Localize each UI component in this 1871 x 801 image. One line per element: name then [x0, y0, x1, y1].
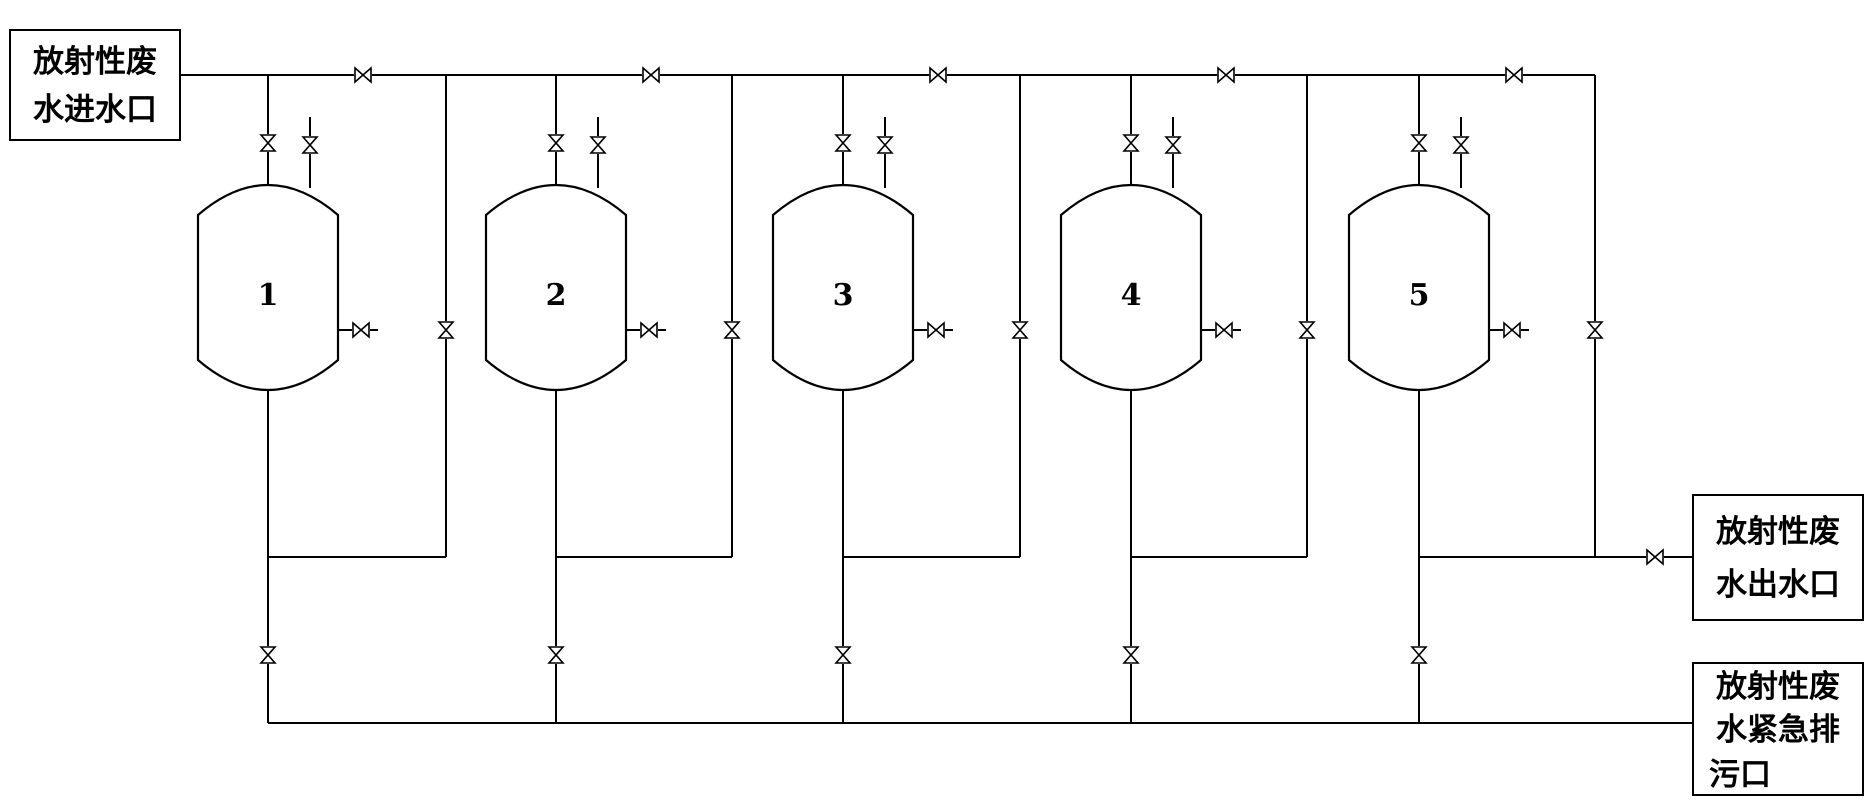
tank-2-vessel: [484, 183, 628, 392]
tank-1-vent-valve[interactable]: [301, 136, 319, 154]
header-valve-1[interactable]: [354, 66, 372, 84]
tank-4-drain-valve[interactable]: [1122, 646, 1140, 664]
pipe-network: [180, 74, 1693, 724]
tank-1-side-valve[interactable]: [352, 321, 370, 339]
tank-3-label: 3: [833, 278, 854, 313]
tank-2-label: 2: [546, 278, 567, 313]
tank-2-drain-valve[interactable]: [547, 646, 565, 664]
tank-4-label: 4: [1121, 278, 1142, 313]
inlet-label-line-1: 放射性废: [32, 44, 157, 80]
tank-4-inlet-valve[interactable]: [1122, 134, 1140, 152]
tank-2: 2: [484, 183, 628, 392]
drain-label-line-1: 放射性废: [1715, 669, 1840, 705]
tank-3: 3: [771, 183, 915, 392]
tank-5-inlet-valve[interactable]: [1410, 134, 1428, 152]
tank-4-side-valve[interactable]: [1215, 321, 1233, 339]
tank-5-drain-valve[interactable]: [1410, 646, 1428, 664]
bypass-valve-3[interactable]: [1011, 321, 1029, 339]
tank-3-inlet-valve[interactable]: [834, 134, 852, 152]
tank-1-label: 1: [258, 278, 279, 313]
tank-3-drain-valve[interactable]: [834, 646, 852, 664]
valve-group: [259, 66, 1664, 664]
header-valve-2[interactable]: [642, 66, 660, 84]
tank-5-side-valve[interactable]: [1503, 321, 1521, 339]
drain-label-line-2: 水紧急排: [1716, 712, 1840, 748]
tank-4-vent-valve[interactable]: [1164, 136, 1182, 154]
header-valve-3[interactable]: [929, 66, 947, 84]
bypass-valve-5[interactable]: [1586, 321, 1604, 339]
bypass-valve-4[interactable]: [1298, 321, 1316, 339]
outlet-label-line-2: 水出水口: [1716, 567, 1840, 603]
tank-5-label: 5: [1409, 278, 1430, 313]
outlet-box: 放射性废 水出水口: [1692, 494, 1864, 621]
tank-5: 5: [1347, 183, 1491, 392]
tank-1-drain-valve[interactable]: [259, 646, 277, 664]
tank-1-vessel: [196, 183, 340, 392]
bypass-valve-1[interactable]: [437, 321, 455, 339]
tank-4: 4: [1059, 183, 1203, 392]
emergency-drain-box: 放射性废 水紧急排 污口: [1692, 662, 1864, 796]
bypass-valve-2[interactable]: [723, 321, 741, 339]
tank-1-inlet-valve[interactable]: [259, 134, 277, 152]
tank-5-vessel: [1347, 183, 1491, 392]
tank-2-side-valve[interactable]: [640, 321, 658, 339]
tank-2-inlet-valve[interactable]: [547, 134, 565, 152]
tank-2-vent-valve[interactable]: [589, 136, 607, 154]
header-valve-5[interactable]: [1505, 66, 1523, 84]
inlet-box: 放射性废 水进水口: [9, 29, 181, 141]
drain-label-line-3: 污口: [1709, 757, 1771, 793]
outlet-valve[interactable]: [1646, 548, 1664, 566]
tank-5-vent-valve[interactable]: [1452, 136, 1470, 154]
tank-3-vessel: [771, 183, 915, 392]
tank-3-vent-valve[interactable]: [876, 136, 894, 154]
tank-group: 1 2 3 4 5: [196, 183, 1491, 392]
tank-1: 1: [196, 183, 340, 392]
header-valve-4[interactable]: [1217, 66, 1235, 84]
tank-4-vessel: [1059, 183, 1203, 392]
inlet-label-line-2: 水进水口: [33, 92, 157, 128]
tank-3-side-valve[interactable]: [927, 321, 945, 339]
outlet-label-line-1: 放射性废: [1715, 514, 1840, 550]
